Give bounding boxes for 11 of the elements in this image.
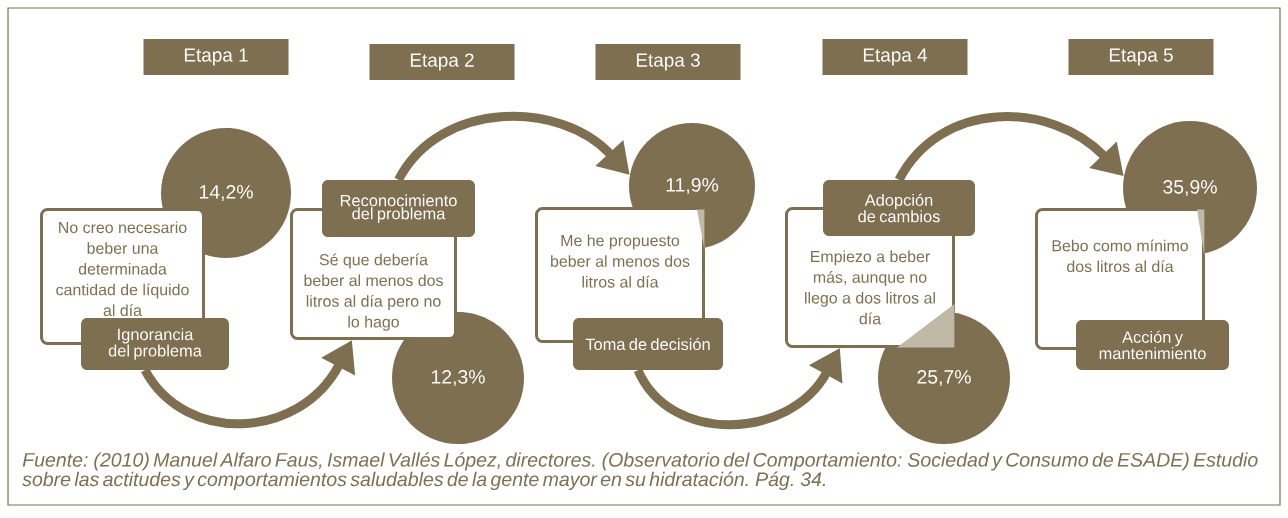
stage-header: Etapa 2 bbox=[369, 44, 515, 80]
stage-label: Reconocimiento del problema bbox=[322, 180, 475, 237]
stage-header: Etapa 4 bbox=[822, 39, 968, 75]
source-caption: Fuente: (2010) Manuel Alfaro Faus, Ismael Vallés López, directores. (Observatorio del Comportamiento: Sociedad y Consumo de ESADE) Estudio sobre las actitudes y comportamientos saludables de la gente mayor en su hidratación. Pág. 34. bbox=[22, 452, 1258, 491]
stage-label: Adopción de cambios bbox=[823, 180, 975, 236]
stage-label: Acción y mantenimiento bbox=[1076, 320, 1229, 370]
stage-label: Toma de decisión bbox=[573, 318, 723, 370]
stage-label: Ignorancia del problema bbox=[81, 318, 229, 370]
stage-header: Etapa 1 bbox=[143, 39, 289, 75]
stage-header: Etapa 5 bbox=[1068, 39, 1214, 75]
stage-header: Etapa 3 bbox=[595, 44, 741, 80]
